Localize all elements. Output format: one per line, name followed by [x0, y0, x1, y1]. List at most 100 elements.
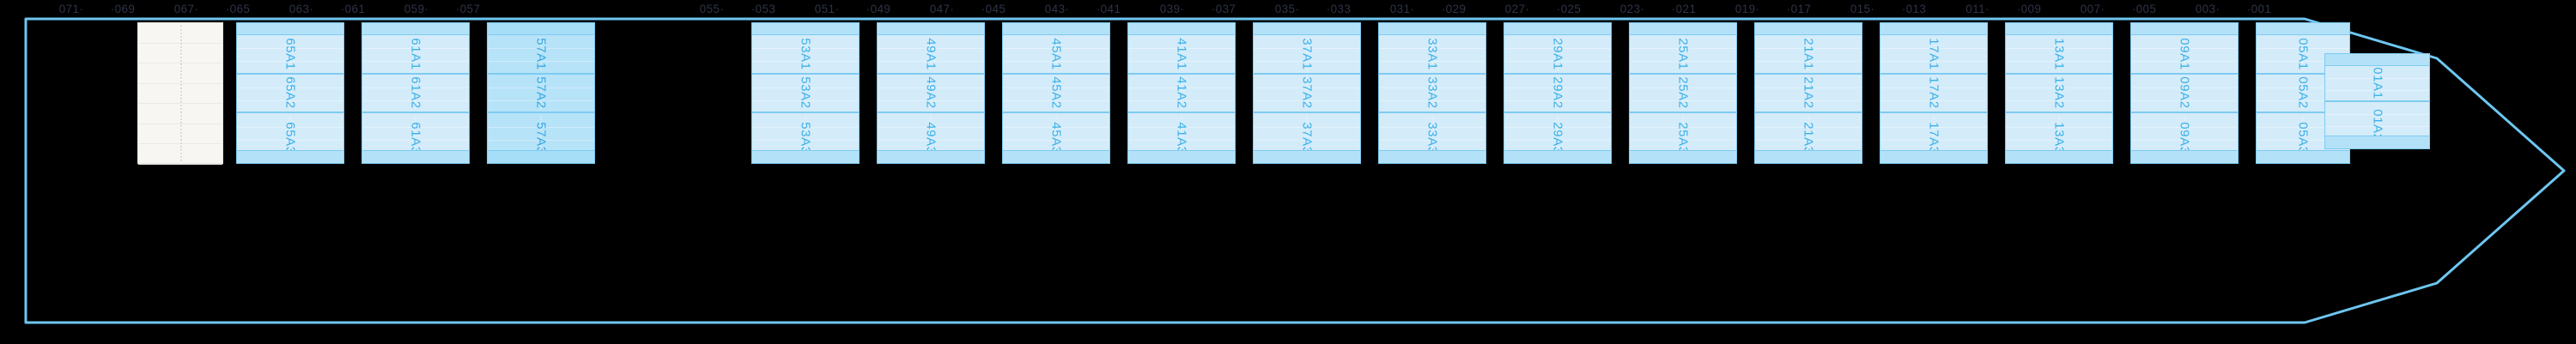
ruler-tick-019: 019·	[1735, 3, 1760, 15]
bay-centerline	[1431, 76, 1433, 110]
accommodation-row	[138, 144, 222, 165]
bay-bottom-cap	[751, 150, 860, 164]
bay-bottom-cap	[487, 150, 595, 164]
ruler-tick-035: 035·	[1274, 3, 1300, 15]
ruler-tick-017: ·017	[1786, 3, 1812, 15]
bay-tier-61A1[interactable]: 61A1	[361, 34, 470, 74]
bay-centerline	[1181, 116, 1182, 160]
ruler-tick-011: 011·	[1965, 3, 1990, 15]
bay-tier-65A2[interactable]: 65A2	[236, 73, 344, 113]
bay-centerline	[1557, 116, 1558, 160]
bay-centerline	[1181, 38, 1182, 70]
bay-centerline	[2302, 76, 2304, 110]
bay-tier-13A1[interactable]: 13A1	[2005, 34, 2113, 74]
ruler-tick-031: 031·	[1389, 3, 1415, 15]
bay-tier-17A1[interactable]: 17A1	[1880, 34, 1988, 74]
bay-centerline	[415, 76, 416, 110]
bay-centerline	[930, 38, 932, 70]
bay-centerline	[930, 76, 932, 110]
bay-centerline	[1306, 116, 1308, 160]
bay-tier-33A1[interactable]: 33A1	[1378, 34, 1486, 74]
ruler-tick-033: ·033	[1326, 3, 1352, 15]
ruler-tick-023: 023·	[1619, 3, 1645, 15]
bay-tier-29A1[interactable]: 29A1	[1504, 34, 1612, 74]
ruler-tick-041: ·041	[1096, 3, 1121, 15]
ruler-tick-015: 015·	[1850, 3, 1875, 15]
bay-tier-25A2[interactable]: 25A2	[1629, 73, 1737, 113]
bay-bottom-cap	[877, 150, 985, 164]
bay-tier-49A2[interactable]: 49A2	[877, 73, 985, 113]
bay-tier-41A1[interactable]: 41A1	[1127, 34, 1236, 74]
bay-tier-37A1[interactable]: 37A1	[1253, 34, 1361, 74]
bay-tier-09A1[interactable]: 09A1	[2130, 34, 2239, 74]
bay-centerline	[289, 38, 291, 70]
bay-bottom-cap	[1880, 150, 1988, 164]
bay-centerline	[289, 76, 291, 110]
bay-tier-57A1[interactable]: 57A1	[487, 34, 595, 74]
bay-tier-41A2[interactable]: 41A2	[1127, 73, 1236, 113]
bay-centerline	[1682, 116, 1684, 160]
bay-tier-49A1[interactable]: 49A1	[877, 34, 985, 74]
bay-tier-45A1[interactable]: 45A1	[1002, 34, 1110, 74]
bay-tier-21A2[interactable]: 21A2	[1754, 73, 1862, 113]
bay-bottom-cap	[236, 150, 344, 164]
accommodation-block[interactable]	[137, 22, 223, 165]
bay-tier-09A2[interactable]: 09A2	[2130, 73, 2239, 113]
bay-tier-57A2[interactable]: 57A2	[487, 73, 595, 113]
bay-tier-17A2[interactable]: 17A2	[1880, 73, 1988, 113]
bay-tier-61A2[interactable]: 61A2	[361, 73, 470, 113]
bay-centerline	[1431, 116, 1433, 160]
bay-tier-33A2[interactable]: 33A2	[1378, 73, 1486, 113]
bay-centerline	[540, 76, 542, 110]
ruler-tick-043: 043·	[1044, 3, 1070, 15]
bay-tier-37A2[interactable]: 37A2	[1253, 73, 1361, 113]
bay-bottom-cap	[1253, 150, 1361, 164]
bay-bottom-cap	[1002, 150, 1110, 164]
ruler-tick-005: ·005	[2131, 3, 2157, 15]
bay-tier-65A1[interactable]: 65A1	[236, 34, 344, 74]
ruler-tick-059: 059·	[404, 3, 429, 15]
ruler-tick-051: 051·	[814, 3, 840, 15]
bay-centerline	[2376, 69, 2379, 98]
ruler-tick-003: 003·	[2195, 3, 2221, 15]
bay-tier-45A2[interactable]: 45A2	[1002, 73, 1110, 113]
bay-bottom-cap	[2130, 150, 2239, 164]
bay-tier-29A2[interactable]: 29A2	[1504, 73, 1612, 113]
bay-tier-13A2[interactable]: 13A2	[2005, 73, 2113, 113]
ruler-tick-001: ·001	[2246, 3, 2272, 15]
bay-tier-53A2[interactable]: 53A2	[751, 73, 860, 113]
bay-tier-53A1[interactable]: 53A1	[751, 34, 860, 74]
bay-centerline	[2058, 38, 2060, 70]
bay-bottom-cap	[1754, 150, 1862, 164]
bay-centerline	[1055, 116, 1057, 160]
bay-centerline	[805, 38, 806, 70]
bay-tier-25A1[interactable]: 25A1	[1629, 34, 1737, 74]
bay-bottom-cap	[2324, 136, 2430, 149]
ruler-tick-037: ·037	[1211, 3, 1236, 15]
bay-tier-01A1[interactable]: 01A1	[2324, 65, 2430, 101]
ruler-tick-039: 039·	[1159, 3, 1185, 15]
bay-centerline	[540, 38, 542, 70]
bay-centerline	[1557, 38, 1558, 70]
bay-bottom-cap	[361, 150, 470, 164]
bay-tier-21A1[interactable]: 21A1	[1754, 34, 1862, 74]
bay-centerline	[2184, 76, 2185, 110]
bay-bottom-cap	[1504, 150, 1612, 164]
